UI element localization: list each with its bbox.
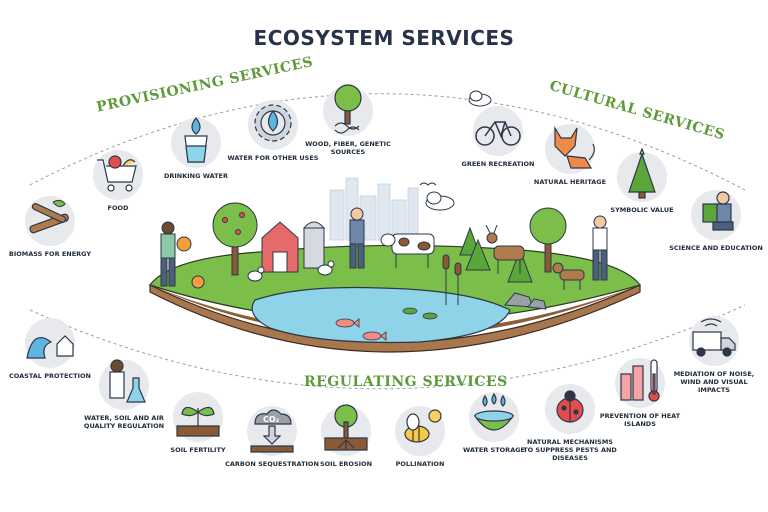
woman-figure [160, 221, 192, 287]
service-mediation-of-noise-wind: MEDIATION OF NOISE, WIND AND VISUAL IMPA… [666, 316, 762, 394]
service-label: NATURAL HERITAGE [533, 178, 607, 186]
service-biomass-for-energy: BIOMASS FOR ENERGY [2, 196, 98, 258]
truck-icon [692, 318, 736, 357]
tree-dna-icon [334, 84, 362, 134]
fox-icon [554, 125, 595, 169]
barn [261, 221, 299, 273]
cow [380, 233, 435, 268]
fish-icon [362, 331, 387, 341]
service-label: NATURAL MECHANISMS TO SUPPRESS PESTS AND… [523, 438, 617, 462]
sprout-icon [176, 406, 220, 437]
service-label: CARBON SEQUESTRATION [225, 460, 319, 468]
service-label: MEDIATION OF NOISE, WIND AND VISUAL IMPA… [673, 370, 755, 394]
leafy-tree [529, 207, 567, 273]
service-coastal-protection: COASTAL PROTECTION [2, 318, 98, 380]
water-gear-icon [254, 104, 292, 142]
service-label: SOIL EROSION [319, 460, 373, 468]
service-prevention-of-heat-islands: PREVENTION OF HEAT ISLANDS [592, 358, 688, 428]
service-label: WATER FOR OTHER USES [227, 154, 319, 162]
farmer-figure [349, 207, 365, 269]
service-water-soil-air-quality-regulation: WATER, SOIL AND AIR QUALITY REGULATION [76, 359, 172, 430]
bee-icon [404, 409, 442, 443]
service-science-and-education: SCIENCE AND EDUCATION [668, 190, 764, 252]
reeds [442, 254, 462, 305]
tree-roots-icon [324, 404, 368, 451]
service-label: SYMBOLIC VALUE [610, 206, 674, 214]
rocks [503, 292, 547, 310]
regulating-heading: REGULATING SERVICES [304, 374, 508, 390]
service-pollination: POLLINATION [372, 406, 468, 468]
service-green-recreation: GREEN RECREATION [450, 106, 546, 168]
christmas-tree-icon [628, 148, 656, 199]
scientist-icon [109, 359, 146, 403]
cloud-icon [425, 191, 455, 211]
service-label: COASTAL PROTECTION [9, 372, 91, 380]
co2-text: CO₂ [263, 415, 280, 424]
bicycle-icon [475, 121, 521, 146]
service-label: GREEN RECREATION [461, 160, 535, 168]
service-label: WATER STORAGE [463, 446, 525, 454]
water-basin-icon [473, 392, 515, 431]
service-label: WOOD, FIBER, GENETIC SOURCES [305, 140, 391, 156]
service-symbolic-value: SYMBOLIC VALUE [594, 148, 690, 214]
service-water-storage: WATER STORAGE [446, 392, 542, 454]
service-food: FOOD [70, 150, 166, 212]
service-carbon-sequestration: CO₂ CARBON SEQUESTRATION [224, 406, 320, 468]
service-label: SCIENCE AND EDUCATION [669, 244, 763, 252]
fish-icon [335, 318, 360, 328]
cloud-icon [468, 90, 492, 107]
co2-cloud-icon: CO₂ [250, 409, 294, 453]
deer [485, 224, 525, 274]
pumpkin [191, 275, 205, 289]
service-natural-mechanisms-pests: NATURAL MECHANISMS TO SUPPRESS PESTS AND… [522, 384, 618, 462]
wave-house-icon [26, 335, 74, 359]
lily-pad [422, 312, 438, 320]
chicken [317, 260, 335, 276]
service-water-for-other-uses: WATER FOR OTHER USES [225, 100, 321, 162]
apple-tree [212, 202, 258, 276]
service-label: SOIL FERTILITY [170, 446, 226, 454]
service-label: DRINKING WATER [163, 172, 229, 180]
service-label: BIOMASS FOR ENERGY [8, 250, 92, 258]
shopping-cart-icon [97, 155, 137, 192]
bottom-dashed-arc [29, 304, 746, 390]
reading-person-icon [702, 191, 734, 231]
service-label: WATER, SOIL AND AIR QUALITY REGULATION [83, 414, 165, 430]
silo [302, 221, 326, 269]
service-drinking-water: DRINKING WATER [148, 117, 244, 180]
service-natural-heritage: NATURAL HERITAGE [522, 124, 618, 186]
dog [552, 262, 585, 290]
firewood-icon [29, 199, 69, 234]
hiker-figure [592, 215, 608, 281]
chicken [247, 266, 265, 282]
city-skyline [329, 177, 419, 241]
top-dashed-arc [29, 93, 746, 191]
lily-pad [402, 307, 418, 315]
service-label: PREVENTION OF HEAT ISLANDS [599, 412, 681, 428]
thermometer-icon [620, 359, 660, 402]
ladybug-icon [556, 390, 584, 423]
diagram-title: ECOSYSTEM SERVICES [253, 26, 515, 50]
service-soil-fertility: SOIL FERTILITY [150, 392, 246, 454]
service-label: POLLINATION [395, 460, 445, 468]
service-wood-fiber-genetic-sources: WOOD, FIBER, GENETIC SOURCES [300, 84, 396, 156]
service-label: FOOD [107, 204, 129, 212]
bird-icon [419, 182, 437, 186]
service-soil-erosion: SOIL EROSION [298, 404, 394, 468]
water-glass-icon [184, 117, 208, 163]
